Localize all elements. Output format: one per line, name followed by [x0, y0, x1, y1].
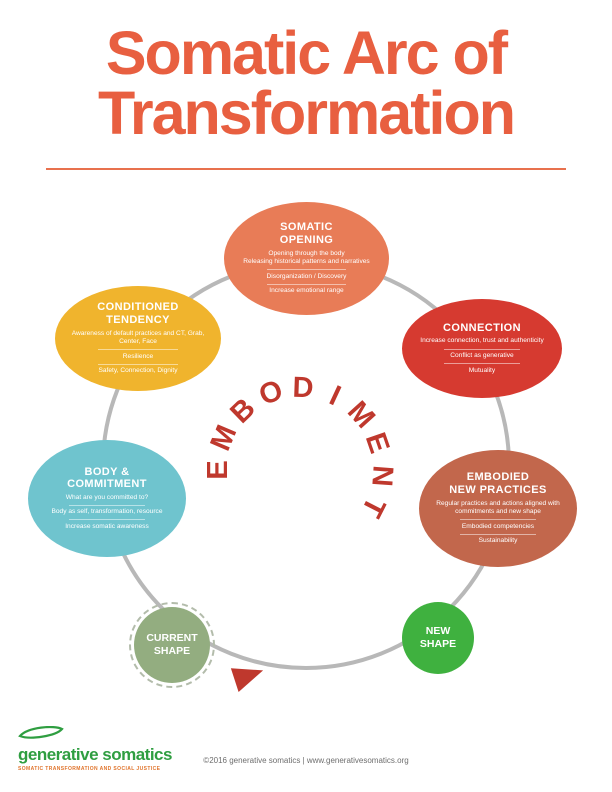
node-item: Resilience: [122, 352, 154, 360]
logo-swirl-icon: [18, 725, 64, 739]
divider: [443, 363, 521, 365]
node-item: Embodied competencies: [461, 522, 535, 530]
divider: [460, 533, 536, 535]
node-item: Mutuality: [468, 366, 496, 374]
new-shape: NEW SHAPE: [402, 602, 474, 674]
node-item: Safety, Connection, Dignity: [98, 367, 178, 375]
page-title: Somatic Arc of Transformation: [0, 19, 612, 147]
divider: [69, 504, 145, 506]
node-item: Body as self, transformation, resource: [51, 508, 163, 516]
title-rule: [46, 168, 566, 170]
node-connection: CONNECTION Increase connection, trust an…: [402, 299, 562, 398]
node-item: Opening through the body: [268, 249, 345, 257]
current-shape: CURRENT SHAPE: [129, 602, 215, 688]
logo: generative somatics SOMATIC TRANSFORMATI…: [18, 725, 172, 772]
divider: [266, 269, 347, 271]
node-conditioned-tendency: CONDITIONED TENDENCY Awareness of defaul…: [55, 286, 221, 391]
node-body-commitment: BODY & COMMITMENT What are you committed…: [28, 440, 186, 557]
current-shape-label: CURRENT SHAPE: [134, 607, 210, 683]
divider: [97, 349, 179, 351]
divider: [443, 348, 521, 350]
node-item: Increase connection, trust and authentic…: [420, 337, 544, 345]
node-item: Releasing historical patterns and narrat…: [243, 258, 370, 266]
node-item: Conflict as generative: [450, 352, 514, 360]
node-title: SOMATIC OPENING: [279, 221, 334, 246]
node-item: Disorganization / Discovery: [266, 272, 347, 280]
node-title: EMBODIED NEW PRACTICES: [449, 471, 547, 496]
divider: [266, 283, 347, 285]
node-item: Increase somatic awareness: [65, 522, 149, 530]
divider: [69, 519, 145, 521]
logo-text: generative somatics: [18, 745, 172, 764]
node-embodied-new-practices: EMBODIED NEW PRACTICES Regular practices…: [419, 450, 577, 567]
node-title: CONNECTION: [443, 321, 521, 334]
divider: [97, 363, 179, 365]
node-title: BODY & COMMITMENT: [67, 465, 147, 491]
node-item: Awareness of default practices and CT, G…: [71, 329, 205, 346]
divider: [460, 519, 536, 521]
node-somatic-opening: SOMATIC OPENING Opening through the body…: [224, 202, 389, 315]
node-item: Sustainability: [478, 537, 518, 545]
node-item: Increase emotional range: [269, 287, 344, 295]
node-item: Regular practices and actions aligned wi…: [436, 499, 560, 516]
footer-credit: ©2016 generative somatics | www.generati…: [203, 756, 409, 765]
page-title-line1: Somatic Arc of: [105, 19, 508, 87]
logo-tagline: SOMATIC TRANSFORMATION AND SOCIAL JUSTIC…: [18, 765, 161, 772]
node-title: CONDITIONED TENDENCY: [97, 301, 179, 326]
page-title-line2: Transformation: [97, 78, 516, 147]
node-item: What are you committed to?: [65, 493, 149, 501]
